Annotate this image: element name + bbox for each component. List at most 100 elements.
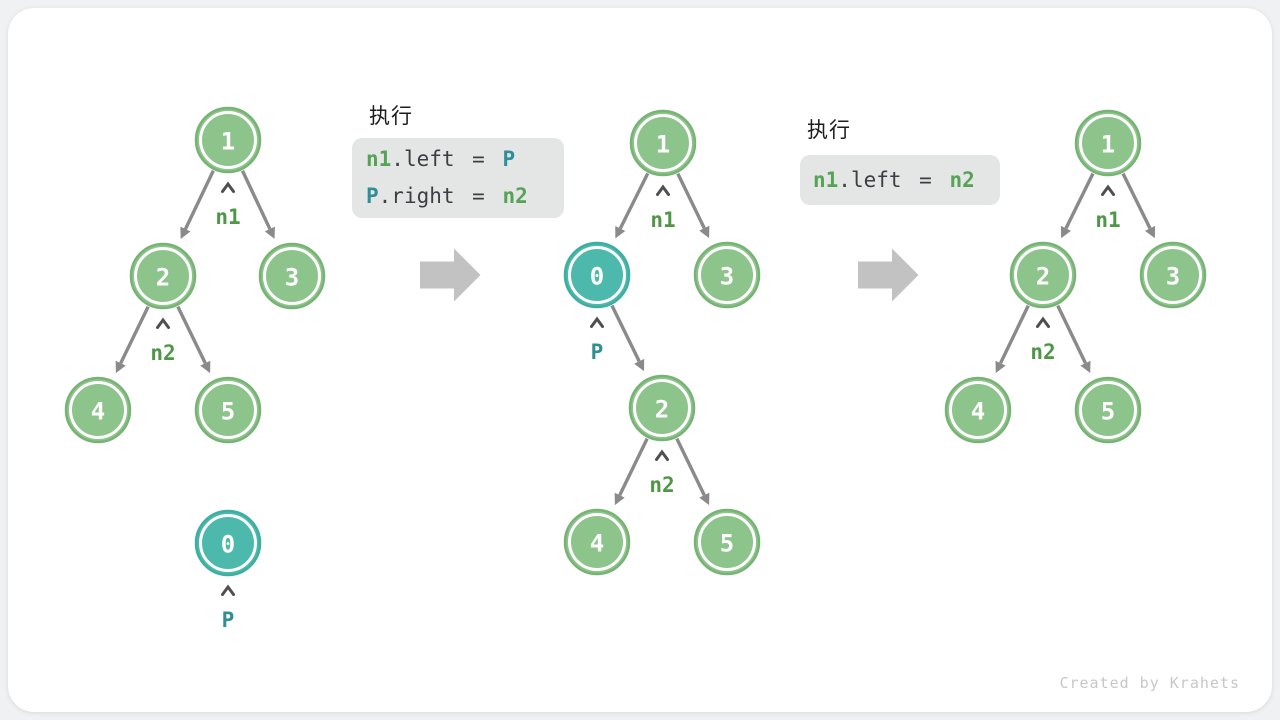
credit-text: Created by Krahets [1059, 674, 1240, 692]
code-token: n1 [366, 147, 392, 171]
pointer-label: n2 [649, 473, 674, 497]
tree-node-value: 1 [1101, 131, 1115, 159]
tree-edge-arrowhead [1145, 225, 1156, 239]
tree-before-node-3: 3 [258, 242, 326, 310]
tree-edge [176, 305, 207, 364]
tree-after-node-4: 4 [944, 376, 1012, 444]
pointer-label: n1 [650, 208, 675, 232]
tree-node-circle [1009, 241, 1077, 309]
tree-edge-arrowhead [200, 360, 211, 374]
tree-inserted-node-3: 3 [693, 241, 761, 309]
tree-node-circle [194, 106, 262, 174]
tree-node-value: 0 [590, 263, 604, 291]
tree-edge [119, 305, 150, 364]
tree-before-node-0: 0 [194, 509, 262, 577]
code-token: P [366, 184, 379, 208]
pointer-caret-icon [590, 316, 604, 328]
tree-node-ring [199, 111, 257, 169]
pointer-label: n1 [1095, 208, 1120, 232]
pointer-P: P [590, 316, 604, 364]
tree-inserted-node-0: 0 [563, 241, 631, 309]
pointer-caret-icon [655, 449, 669, 461]
tree-edge [618, 172, 650, 230]
transition-arrow-1 [420, 248, 481, 302]
tree-node-ring [633, 379, 691, 437]
code-token: .left = [838, 168, 950, 192]
tree-node-ring [69, 381, 127, 439]
tree-node-circle [944, 376, 1012, 444]
code-snippet-2: n1.left = n2 [800, 155, 1000, 205]
tree-after-node-2: 2 [1009, 241, 1077, 309]
tree-edge [1064, 172, 1095, 230]
tree-node-circle [194, 376, 262, 444]
tree-after-node-3: 3 [1139, 241, 1207, 309]
tree-node-value: 2 [156, 264, 170, 292]
tree-node-value: 2 [1036, 263, 1050, 291]
tree-inserted-node-4: 4 [563, 508, 631, 576]
pointer-label: n2 [1030, 340, 1055, 364]
tree-node-value: 0 [221, 531, 235, 559]
tree-node-ring [634, 114, 692, 172]
tree-node-value: 4 [91, 398, 105, 426]
code-line: n1.left = n2 [813, 155, 1000, 205]
tree-node-circle [1139, 241, 1207, 309]
pointer-n1: n1 [650, 184, 676, 232]
tree-after-node-1: 1 [1074, 109, 1142, 177]
tree-node-ring [1079, 381, 1137, 439]
tree-node-value: 5 [1101, 398, 1115, 426]
exec-label-2: 执行 [807, 118, 851, 142]
pointer-n2: n2 [1030, 316, 1056, 364]
tree-node-circle [258, 242, 326, 310]
pointer-caret-icon [656, 184, 670, 196]
tree-before: 1 2 3 4 5 0 n1 n2P [64, 106, 326, 632]
tree-edge-arrowhead [1080, 360, 1091, 374]
code-line: P.right = n2 [366, 178, 564, 215]
tree-node-circle [629, 109, 697, 177]
pointer-label: P [591, 340, 604, 364]
tree-node-circle [563, 241, 631, 309]
tree-node-ring [263, 247, 321, 305]
tree-node-ring [1014, 246, 1072, 304]
tree-node-circle [1074, 376, 1142, 444]
tree-before-node-2: 2 [129, 242, 197, 310]
tree-node-value: 3 [285, 264, 299, 292]
tree-edge [618, 437, 649, 496]
tree-edge [675, 437, 706, 496]
exec-label-1: 执行 [369, 104, 413, 128]
tree-edge [1056, 304, 1087, 364]
pointer-label: n2 [150, 341, 175, 365]
pointer-caret-icon [221, 584, 235, 596]
pointer-n2: n2 [649, 449, 675, 497]
tree-node-ring [134, 247, 192, 305]
tree-node-ring [1079, 114, 1137, 172]
tree-edge-arrowhead [1060, 225, 1071, 239]
pointer-n1: n1 [215, 181, 241, 229]
tree-node-circle [1074, 109, 1142, 177]
tree-after: 1 2 3 4 5 n1 n2 [944, 109, 1207, 444]
tree-inserted-node-2: 2 [628, 374, 696, 442]
tree-node-value: 2 [655, 396, 669, 424]
tree-edge-arrowhead [634, 358, 645, 372]
tree-before-node-1: 1 [194, 106, 262, 174]
tree-edge-arrowhead [264, 226, 275, 239]
tree-edge-arrowhead [615, 225, 626, 239]
tree-node-value: 5 [221, 398, 235, 426]
tree-node-circle [563, 508, 631, 576]
tree-node-value: 3 [720, 263, 734, 291]
tree-node-ring [199, 381, 257, 439]
tree-edge-arrowhead [115, 360, 126, 374]
tree-node-value: 4 [590, 530, 604, 558]
code-token: .right = [378, 184, 503, 208]
tree-edge [676, 172, 706, 229]
pointer-P: P [221, 584, 235, 632]
tree-edge [183, 169, 215, 230]
tree-node-circle [693, 508, 761, 576]
tree-edge-arrowhead [614, 492, 625, 506]
tree-node-circle [129, 242, 197, 310]
tree-after-node-5: 5 [1074, 376, 1142, 444]
tree-inserted-node-5: 5 [693, 508, 761, 576]
code-token: n2 [502, 184, 528, 208]
